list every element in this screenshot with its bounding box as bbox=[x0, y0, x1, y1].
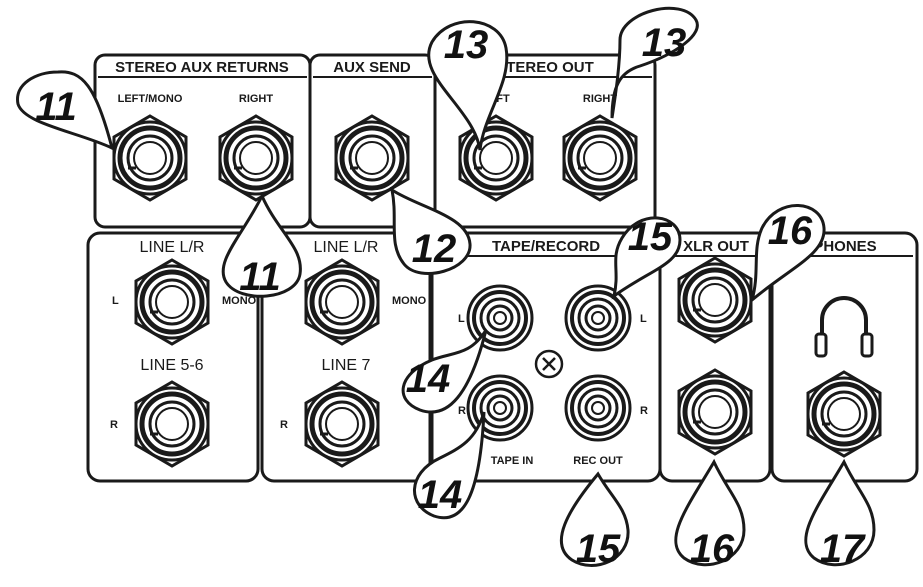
line-7-label: LINE 7 bbox=[322, 357, 371, 374]
callout-12: 12 bbox=[389, 186, 472, 275]
tape-in-label: TAPE IN bbox=[491, 455, 534, 467]
svg-text:16: 16 bbox=[768, 209, 813, 253]
callout-11-b: 11 bbox=[221, 192, 302, 299]
rec-out-l-label: L bbox=[640, 313, 647, 325]
callout-14-b: 14 bbox=[413, 411, 486, 520]
callout-16-b: 16 bbox=[674, 458, 746, 571]
ground-symbol-icon bbox=[534, 349, 564, 379]
aux-send-header: AUX SEND bbox=[333, 59, 411, 76]
tape-record-header: TAPE/RECORD bbox=[492, 238, 600, 255]
svg-text:11: 11 bbox=[239, 255, 281, 299]
right-out-label: RIGHT bbox=[583, 93, 618, 105]
svg-text:16: 16 bbox=[690, 527, 735, 571]
line-5-6-label: LINE 5-6 bbox=[140, 357, 203, 374]
line-lr-header-1: LINE L/R bbox=[140, 239, 205, 256]
svg-text:14: 14 bbox=[406, 357, 451, 401]
svg-text:13: 13 bbox=[444, 23, 489, 67]
svg-text:14: 14 bbox=[418, 473, 463, 517]
right-label: RIGHT bbox=[239, 93, 274, 105]
line56-mono-label: MONO bbox=[222, 295, 257, 307]
line-5-6-panel bbox=[86, 231, 260, 483]
callout-14-a: 14 bbox=[401, 329, 488, 414]
callout-17: 17 bbox=[804, 458, 876, 571]
line56-r-label: R bbox=[110, 419, 118, 431]
callout-16-a: 16 bbox=[749, 204, 826, 305]
callout-15-b: 15 bbox=[559, 471, 630, 571]
headphones-icon bbox=[814, 296, 874, 358]
svg-text:11: 11 bbox=[35, 85, 77, 129]
svg-text:17: 17 bbox=[820, 527, 866, 571]
phones-header: PHONES bbox=[813, 238, 876, 255]
svg-text:13: 13 bbox=[642, 21, 687, 65]
stereo-out-header: STEREO OUT bbox=[496, 59, 594, 76]
left-mono-label: LEFT/MONO bbox=[118, 93, 183, 105]
rec-out-r-label: R bbox=[640, 405, 648, 417]
line7-mono-label: MONO bbox=[392, 295, 427, 307]
svg-text:15: 15 bbox=[628, 215, 673, 259]
callout-13-b: 13 bbox=[610, 6, 699, 119]
rec-out-left-rca[interactable] bbox=[564, 284, 632, 352]
line56-l-label: L bbox=[112, 295, 119, 307]
tape-in-l-label: L bbox=[458, 313, 465, 325]
line7-r-label: R bbox=[280, 419, 288, 431]
xlr-out-header: XLR OUT bbox=[683, 238, 749, 255]
callout-15-a: 15 bbox=[611, 215, 682, 300]
stereo-aux-returns-header: STEREO AUX RETURNS bbox=[115, 59, 289, 76]
line-lr-header-2: LINE L/R bbox=[314, 239, 379, 256]
callout-11-a: 11 bbox=[16, 70, 115, 151]
line-7-panel bbox=[260, 231, 432, 483]
rec-out-label: REC OUT bbox=[573, 455, 623, 467]
rec-out-right-rca[interactable] bbox=[564, 374, 632, 442]
tape-in-r-label: R bbox=[458, 405, 466, 417]
svg-text:15: 15 bbox=[576, 527, 621, 571]
svg-text:12: 12 bbox=[412, 227, 457, 271]
callout-13-a: 13 bbox=[427, 20, 509, 151]
